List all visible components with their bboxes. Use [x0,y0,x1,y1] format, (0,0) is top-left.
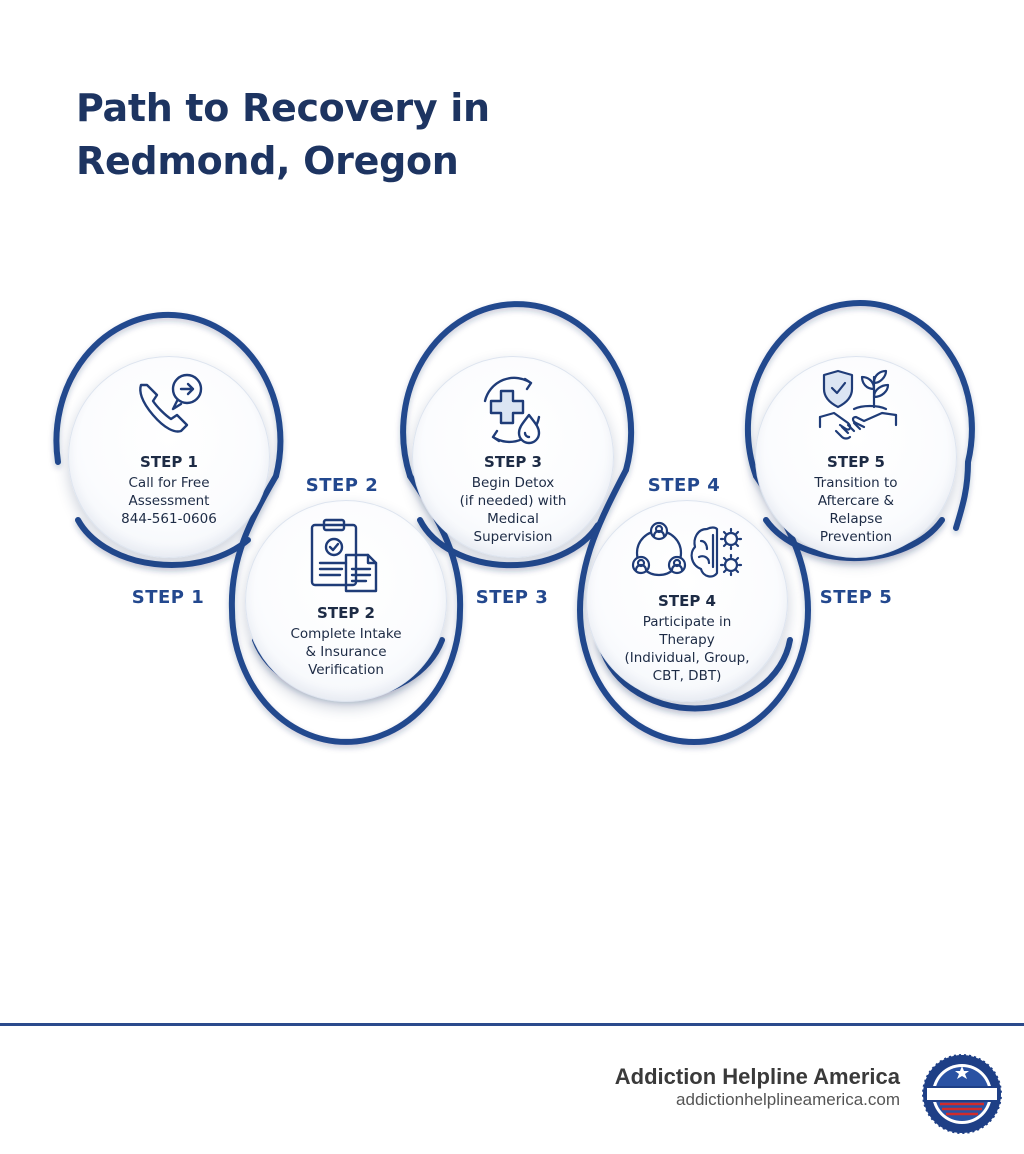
footer-divider [0,1023,1024,1026]
step-card-5: STEP 5 Transition to Aftercare & Relapse… [755,356,957,558]
step-card-2: STEP 2 Complete Intake & Insurance Verif… [245,500,447,702]
shield-handshake-plant-icon [818,369,898,440]
step-card-3: STEP 3 Begin Detox (if needed) with Medi… [412,356,614,558]
brand-url: addictionhelplineamerica.com [676,1090,900,1109]
step-title-3: STEP 3 [484,453,542,471]
helpline-badge-logo [921,1053,1003,1135]
step-label-1: STEP 1 [131,587,205,608]
step-desc-2: Complete Intake & Insurance Verification [290,626,402,678]
brand-name: Addiction Helpline America [614,1064,900,1089]
step-title-5: STEP 5 [827,453,885,471]
step-desc-3: Begin Detox (if needed) with Medical Sup… [459,475,567,545]
group-brain-gears-icon [631,521,743,578]
step-title-4: STEP 4 [658,592,716,610]
step-label-5: STEP 5 [819,587,893,608]
step-desc-5: Transition to Aftercare & Relapse Preven… [814,475,898,545]
step-label-4: STEP 4 [647,475,721,496]
step-label-3: STEP 3 [475,587,549,608]
clipboard-document-icon [310,518,378,593]
step-card-1: STEP 1 Call for Free Assessment 844-561-… [68,356,270,558]
step-title-2: STEP 2 [317,604,375,622]
step-desc-4: Participate in Therapy (Individual, Grou… [624,614,750,684]
phone-chat-icon [139,373,203,433]
step-title-1: STEP 1 [140,453,198,471]
step-desc-1: Call for Free Assessment 844-561-0606 [121,475,217,527]
medical-cross-drop-icon [483,376,541,445]
page-title: Path to Recovery in Redmond, Oregon [76,86,490,183]
step-label-2: STEP 2 [305,475,379,496]
step-card-4: STEP 4 Participate in Therapy (Individua… [586,500,788,702]
